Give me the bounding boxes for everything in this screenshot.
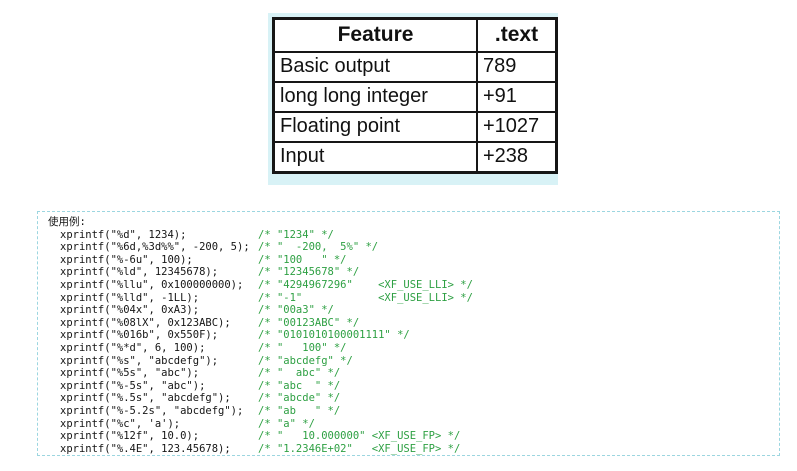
code-comment: /* " abc" */ bbox=[258, 367, 341, 380]
code-line: xprintf("%-5.2s", "abcdefg"); /* "ab " */ bbox=[48, 405, 779, 418]
code-statement: xprintf("%5s", "abc"); bbox=[60, 367, 200, 380]
code-statement: xprintf("%d", 1234); bbox=[60, 228, 187, 241]
code-statement: xprintf("%.4E", 123.45678); bbox=[60, 442, 231, 455]
code-line: xprintf("%12f", 10.0); /* " 10.000000" <X… bbox=[48, 430, 779, 443]
code-comment: /* " 10.000000" <XF_USE_FP> */ bbox=[258, 430, 461, 443]
code-comment: /* "abc " */ bbox=[258, 379, 341, 392]
code-lines: xprintf("%d", 1234); /* "1234" */ xprintf… bbox=[48, 229, 779, 455]
code-statement: xprintf("%04x", 0xA3); bbox=[60, 304, 200, 317]
code-statement: xprintf("%.5s", "abcdefg"); bbox=[60, 392, 231, 405]
code-statement: xprintf("%*d", 6, 100); bbox=[60, 341, 206, 354]
feature-cell: Basic output bbox=[272, 51, 478, 83]
code-statement: xprintf("%c", 'a'); bbox=[60, 417, 181, 430]
code-line: xprintf("%.4E", 123.45678); /* "1.2346E+0… bbox=[48, 442, 779, 455]
feature-table: Feature .text Basic output 789 long long… bbox=[272, 17, 558, 174]
code-line: xprintf("%6d,%3d%%", -200, 5); /* " -200,… bbox=[48, 241, 779, 254]
code-statement: xprintf("%08lX", 0x123ABC); bbox=[60, 316, 231, 329]
code-comment: /* "12345678" */ bbox=[258, 266, 360, 279]
code-line: xprintf("%-5s", "abc"); /* "abc " */ bbox=[48, 380, 779, 393]
code-statement: xprintf("%-5s", "abc"); bbox=[60, 379, 206, 392]
code-comment: /* "ab " */ bbox=[258, 404, 341, 417]
feature-cell: long long integer bbox=[272, 81, 478, 113]
code-line: xprintf("%*d", 6, 100); /* " 100" */ bbox=[48, 342, 779, 355]
feature-column-header: Feature bbox=[272, 17, 478, 53]
code-comment: /* "1.2346E+02" <XF_USE_FP> */ bbox=[258, 442, 461, 455]
code-comment: /* "-1" <XF_USE_LLI> */ bbox=[258, 291, 473, 304]
feature-table-figure: Feature .text Basic output 789 long long… bbox=[268, 13, 558, 185]
table-header-row: Feature .text bbox=[272, 17, 558, 53]
code-line: xprintf("%5s", "abc"); /* " abc" */ bbox=[48, 367, 779, 380]
code-statement: xprintf("%6d,%3d%%", -200, 5); bbox=[60, 241, 250, 254]
code-line: xprintf("%.5s", "abcdefg"); /* "abcde" */ bbox=[48, 392, 779, 405]
code-statement: xprintf("%12f", 10.0); bbox=[60, 430, 200, 443]
code-line: xprintf("%ld", 12345678); /* "12345678" *… bbox=[48, 266, 779, 279]
code-line: xprintf("%c", 'a'); /* "a" */ bbox=[48, 418, 779, 431]
table-row: Floating point +1027 bbox=[272, 111, 558, 143]
code-statement: xprintf("%s", "abcdefg"); bbox=[60, 354, 219, 367]
code-statement: xprintf("%lld", -1LL); bbox=[60, 291, 200, 304]
text-cell: +1027 bbox=[476, 111, 558, 143]
code-comment: /* "a" */ bbox=[258, 417, 315, 430]
text-cell: +238 bbox=[476, 141, 558, 174]
table-row: Input +238 bbox=[272, 141, 558, 174]
code-statement: xprintf("%-6u", 100); bbox=[60, 253, 193, 266]
code-line: xprintf("%016b", 0x550F); /* "01010101000… bbox=[48, 329, 779, 342]
code-comment: /* "abcde" */ bbox=[258, 392, 341, 405]
feature-cell: Floating point bbox=[272, 111, 478, 143]
code-comment: /* " 100" */ bbox=[258, 341, 347, 354]
code-comment: /* "100 " */ bbox=[258, 253, 347, 266]
code-line: xprintf("%d", 1234); /* "1234" */ bbox=[48, 229, 779, 242]
table-row: long long integer +91 bbox=[272, 81, 558, 113]
code-comment: /* "00123ABC" */ bbox=[258, 316, 360, 329]
code-comment: /* "abcdefg" */ bbox=[258, 354, 353, 367]
code-statement: xprintf("%llu", 0x100000000); bbox=[60, 278, 244, 291]
code-example-block: 使用例: xprintf("%d", 1234); /* "1234" */ xp… bbox=[37, 211, 780, 456]
feature-cell: Input bbox=[272, 141, 478, 174]
code-line: xprintf("%08lX", 0x123ABC); /* "00123ABC"… bbox=[48, 317, 779, 330]
code-statement: xprintf("%016b", 0x550F); bbox=[60, 329, 219, 342]
code-line: xprintf("%-6u", 100); /* "100 " */ bbox=[48, 254, 779, 267]
code-comment: /* "0101010100001111" */ bbox=[258, 329, 410, 342]
code-comment: /* "4294967296" <XF_USE_LLI> */ bbox=[258, 278, 473, 291]
code-line: xprintf("%lld", -1LL); /* "-1" <XF_USE_LL… bbox=[48, 292, 779, 305]
code-comment: /* "00a3" */ bbox=[258, 304, 334, 317]
text-cell: +91 bbox=[476, 81, 558, 113]
code-line: xprintf("%04x", 0xA3); /* "00a3" */ bbox=[48, 304, 779, 317]
code-comment: /* " -200, 5%" */ bbox=[258, 241, 379, 254]
code-line: xprintf("%s", "abcdefg"); /* "abcdefg" */ bbox=[48, 355, 779, 368]
table-body: Basic output 789 long long integer +91 F… bbox=[272, 51, 558, 174]
code-example-title: 使用例: bbox=[48, 216, 86, 228]
text-column-header: .text bbox=[476, 17, 558, 53]
table-row: Basic output 789 bbox=[272, 51, 558, 83]
code-line: xprintf("%llu", 0x100000000); /* "4294967… bbox=[48, 279, 779, 292]
code-statement: xprintf("%ld", 12345678); bbox=[60, 266, 219, 279]
code-statement: xprintf("%-5.2s", "abcdefg"); bbox=[60, 404, 244, 417]
code-comment: /* "1234" */ bbox=[258, 228, 334, 241]
text-cell: 789 bbox=[476, 51, 558, 83]
